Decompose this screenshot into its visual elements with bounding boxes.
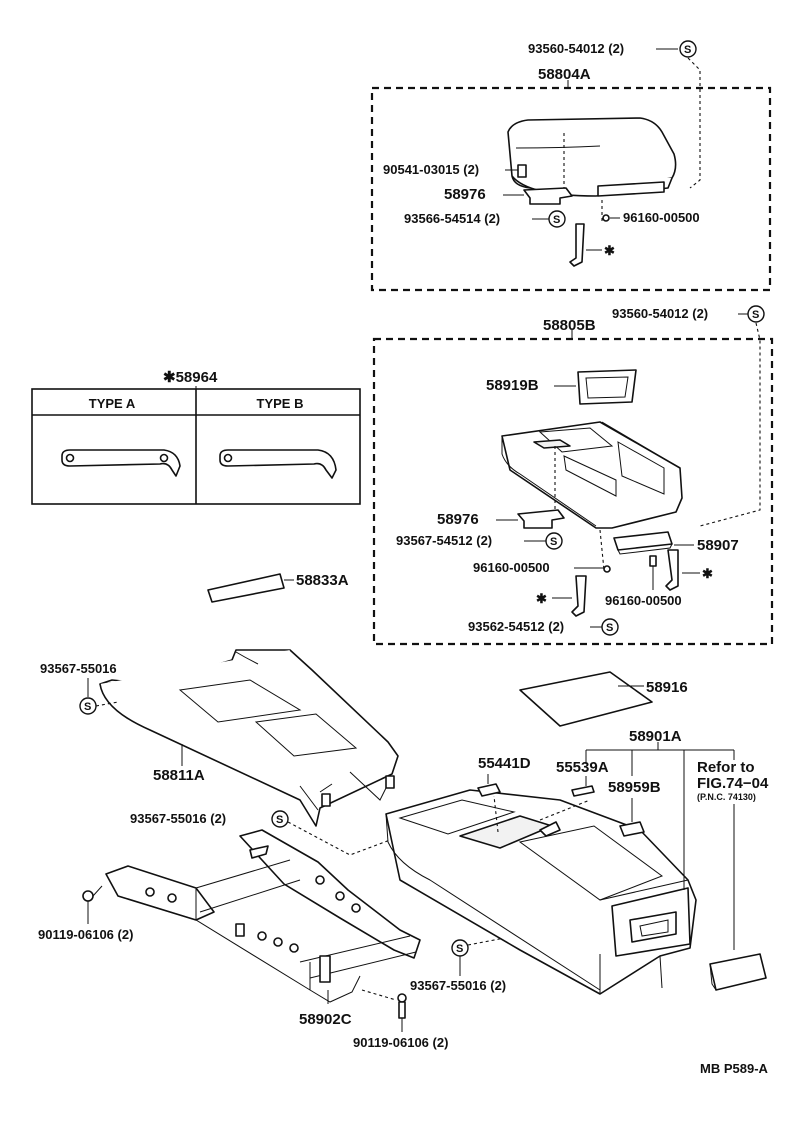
- plug-label: 55441D: [478, 755, 531, 772]
- svg-text:S: S: [684, 44, 691, 56]
- ashtray-part: [709, 953, 767, 991]
- type-b-header: TYPE B: [257, 396, 304, 411]
- washer-icon: [649, 555, 657, 567]
- armrest-bracket-label: 58976: [444, 186, 486, 203]
- bolt-bottom: [397, 993, 407, 1019]
- armrest-assembly: 58804A 93560-54012 (2) S 90541-03015 (2)…: [370, 40, 772, 292]
- s-symbol-mid-clip: S: [271, 810, 289, 828]
- s-symbol-console-top: S: [747, 305, 765, 323]
- armrest-top-fastener-label: 93560-54012 (2): [528, 41, 624, 56]
- console-pad: [577, 369, 637, 405]
- armrest-assembly-frame: [370, 86, 772, 292]
- star-mark-console-right: ✱: [702, 566, 713, 581]
- diagram-code: MB P589-A: [700, 1061, 769, 1076]
- upper-clip-label: 93567-55016: [40, 661, 117, 676]
- console-washer2-label: 96160-00500: [605, 593, 682, 608]
- s-symbol-console-clip2: S: [601, 618, 619, 636]
- armrest-screw-label: 90541-03015 (2): [383, 162, 479, 177]
- console-box-frame: [372, 337, 774, 646]
- hinge-type-box: ✱58964 TYPE A TYPE B: [31, 369, 361, 505]
- console-washer1-label: 96160-00500: [473, 560, 550, 575]
- cover-label: 58959B: [608, 779, 661, 796]
- screw-icon: [517, 164, 527, 178]
- upper-panel-label: 58811A: [153, 767, 205, 784]
- main-console: [385, 789, 697, 995]
- armrest-pad: [507, 117, 677, 197]
- star-mark-armrest: ✱: [604, 243, 615, 258]
- refer-line-2: FIG.74−04: [697, 775, 769, 792]
- console-lid: [613, 531, 673, 551]
- washer-icon: [602, 214, 610, 222]
- plug-part: [477, 783, 501, 797]
- tray-mat: [519, 671, 653, 727]
- type-a-header: TYPE A: [89, 396, 136, 411]
- svg-text:S: S: [276, 814, 283, 826]
- refer-line-3: (P.N.C. 74130): [697, 792, 756, 802]
- bolt-bottom-label: 90119-06106 (2): [353, 1035, 448, 1050]
- svg-text:S: S: [752, 309, 759, 321]
- console-hinge-left: [571, 575, 587, 617]
- mounting-bracket: [105, 829, 421, 1003]
- s-symbol-lower-clip: S: [451, 939, 469, 957]
- console-bracket: [517, 509, 565, 529]
- mid-clip-label: 93567-55016 (2): [130, 811, 226, 826]
- console-hinge-right: [665, 549, 679, 591]
- console-box-top-fastener-label: 93560-54012 (2): [612, 306, 708, 321]
- hinge-box-label: ✱58964: [163, 369, 218, 386]
- armrest-washer-label: 96160-00500: [623, 210, 700, 225]
- star-mark-console-left: ✱: [536, 591, 547, 606]
- armrest-clip-label: 93566-54514 (2): [404, 211, 500, 226]
- console-lid-label: 58907: [697, 537, 739, 554]
- console-box-label: 58805B: [543, 317, 596, 334]
- hinge-type-b: [219, 449, 337, 479]
- clip-a-label: 55539A: [556, 759, 609, 776]
- mat-label: 58833A: [296, 572, 349, 589]
- svg-text:S: S: [553, 214, 560, 226]
- console-box-assembly: 58805B 93560-54012 (2) S 58919B 58976 93…: [372, 305, 774, 646]
- lower-clip-label: 93567-55016 (2): [410, 978, 506, 993]
- upper-panel: [99, 649, 399, 827]
- svg-text:S: S: [550, 536, 557, 548]
- bolt-left-label: 90119-06106 (2): [38, 927, 133, 942]
- console-clip2-label: 93562-54512 (2): [468, 619, 564, 634]
- s-symbol-console-clip1: S: [545, 532, 563, 550]
- armrest-bracket: [523, 187, 573, 205]
- bracket-label: 58902C: [299, 1011, 352, 1028]
- clip-a-part: [571, 785, 595, 797]
- s-symbol-armrest-top: S: [679, 40, 697, 58]
- washer-icon: [603, 565, 611, 573]
- s-symbol-upper-clip: S: [79, 697, 97, 715]
- svg-text:S: S: [606, 622, 613, 634]
- svg-text:S: S: [84, 701, 91, 713]
- svg-text:S: S: [456, 943, 463, 955]
- armrest-hinge: [569, 223, 585, 267]
- cover-part: [619, 821, 645, 837]
- console-clip1-label: 93567-54512 (2): [396, 533, 492, 548]
- main-console-label: 58901A: [629, 728, 682, 745]
- console-pad-label: 58919B: [486, 377, 539, 394]
- refer-line-1: Refor to: [697, 759, 755, 776]
- bolt-left: [82, 885, 103, 902]
- console-bracket-label: 58976: [437, 511, 479, 528]
- hinge-type-a: [61, 449, 181, 477]
- s-symbol-armrest-clip: S: [548, 210, 566, 228]
- armrest-assembly-label: 58804A: [538, 66, 591, 83]
- tray-mat-label: 58916: [646, 679, 688, 696]
- floor-mat-small: [207, 573, 285, 603]
- console-box-body: [501, 421, 683, 529]
